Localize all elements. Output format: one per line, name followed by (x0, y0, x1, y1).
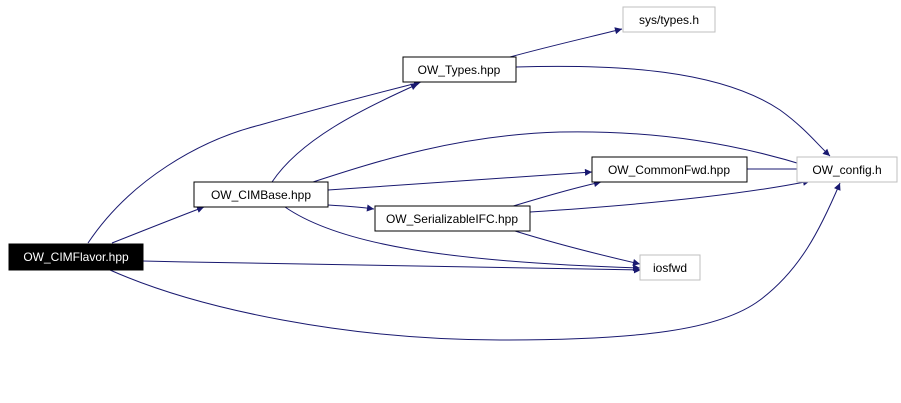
node-types[interactable]: OW_Types.hpp (402, 56, 517, 83)
node-systypes[interactable]: sys/types.h (622, 6, 716, 33)
node-iosfwd[interactable]: iosfwd (639, 254, 701, 281)
node-config-label: OW_config.h (812, 163, 881, 177)
edge-types-to-systypes (509, 27, 623, 58)
nodes: OW_CIMFlavor.hpp OW_CIMBase.hpp OW_Types… (8, 6, 898, 281)
edges (87, 27, 841, 341)
node-cimflavor-label: OW_CIMFlavor.hpp (23, 250, 129, 264)
node-commonfwd-label: OW_CommonFwd.hpp (608, 163, 730, 177)
edge-cimbase-to-serializable (327, 204, 375, 212)
edge-cimbase-to-config (309, 131, 808, 184)
edge-cimflavor-to-config (109, 182, 841, 341)
node-serializable-label: OW_SerializableIFC.hpp (386, 212, 518, 226)
node-cimflavor[interactable]: OW_CIMFlavor.hpp (8, 243, 144, 271)
node-systypes-label: sys/types.h (639, 13, 699, 27)
edge-cimbase-to-iosfwd (284, 206, 641, 272)
edge-cimflavor-to-iosfwd (142, 260, 642, 274)
edge-serializable-to-iosfwd (514, 230, 641, 266)
node-config[interactable]: OW_config.h (796, 156, 898, 183)
node-iosfwd-label: iosfwd (653, 261, 687, 275)
edge-cimbase-to-commonfwd (327, 168, 593, 191)
node-cimbase[interactable]: OW_CIMBase.hpp (193, 181, 329, 208)
edge-cimbase-to-types (271, 83, 419, 183)
edge-cimflavor-to-types (87, 80, 422, 244)
edge-serializable-to-config (529, 178, 811, 213)
edge-serializable-to-commonfwd (509, 180, 602, 208)
node-commonfwd[interactable]: OW_CommonFwd.hpp (591, 156, 748, 183)
node-types-label: OW_Types.hpp (418, 63, 501, 77)
edge-cimflavor-to-cimbase (111, 206, 205, 244)
edge-types-to-config (515, 65, 831, 157)
node-serializable[interactable]: OW_SerializableIFC.hpp (374, 205, 531, 232)
node-cimbase-label: OW_CIMBase.hpp (211, 188, 311, 202)
